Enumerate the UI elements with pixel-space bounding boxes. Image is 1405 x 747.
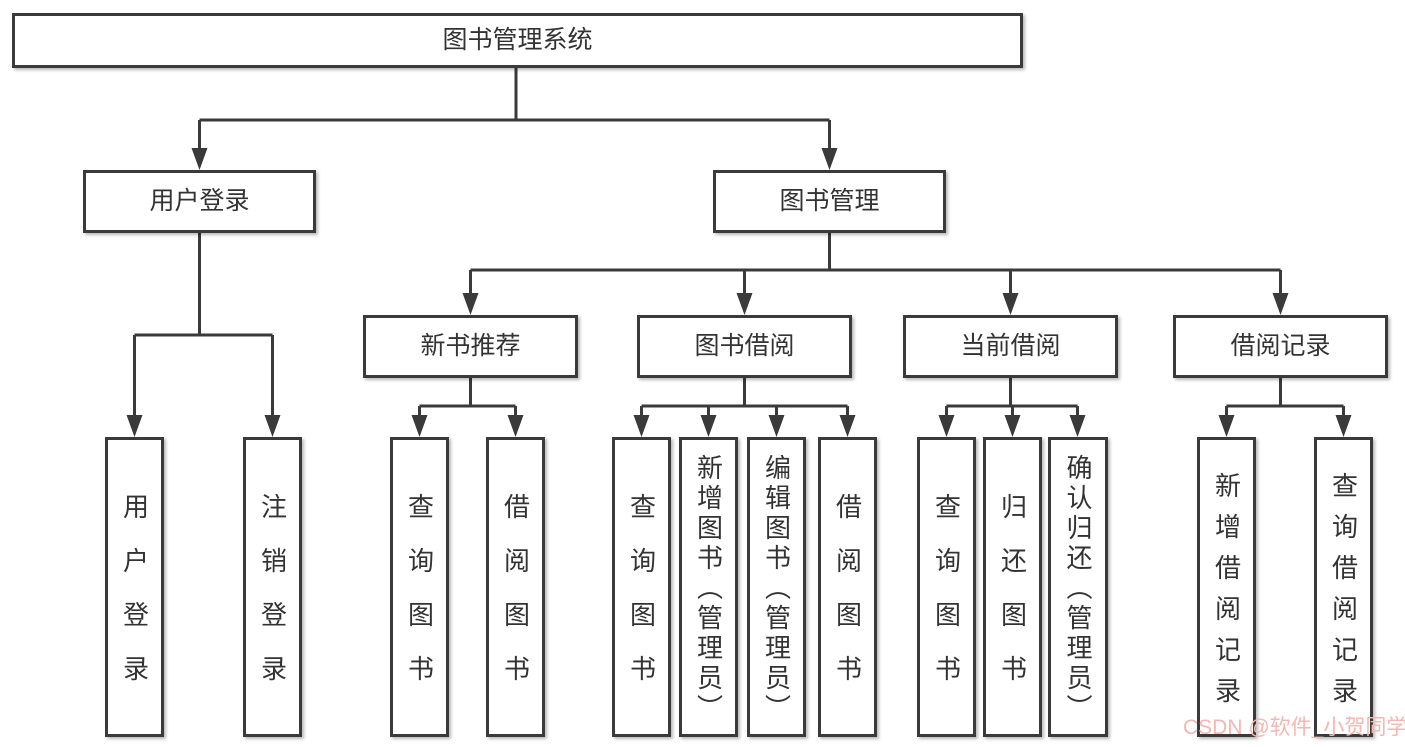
arrow-down-icon xyxy=(633,415,650,437)
leaf-edit-book-admin: 编辑图书（管理员） xyxy=(747,437,806,737)
leaf-recommend-borrow-book: 借阅图书 xyxy=(486,437,545,737)
arrow-down-icon xyxy=(1218,415,1235,437)
node-label: 归还图书 xyxy=(997,493,1028,709)
node-current-borrow: 当前借阅 xyxy=(903,315,1118,378)
leaf-add-borrow-record: 新增借阅记录 xyxy=(1197,437,1256,737)
node-label: 用户登录 xyxy=(119,493,150,709)
node-label: 查询借阅记录 xyxy=(1328,471,1359,718)
leaf-borrow-book: 借阅图书 xyxy=(818,437,877,737)
arrow-down-icon xyxy=(938,415,955,437)
node-label: 查询图书 xyxy=(626,493,657,709)
leaf-confirm-return-admin: 确认归还（管理员） xyxy=(1048,437,1108,737)
leaf-current-query-book: 查询图书 xyxy=(917,437,976,737)
arrow-down-icon xyxy=(700,415,717,437)
arrow-down-icon xyxy=(821,148,838,170)
edge-book-borrow-branch xyxy=(640,378,849,417)
node-label: 借阅图书 xyxy=(832,493,863,709)
edge-user-login-branch xyxy=(133,233,274,417)
node-root-system: 图书管理系统 xyxy=(12,13,1023,68)
arrow-down-icon xyxy=(126,415,143,437)
arrow-down-icon xyxy=(1069,415,1086,437)
node-label: 图书管理系统 xyxy=(442,26,593,54)
leaf-logout: 注销登录 xyxy=(243,437,302,737)
leaf-user-login: 用户登录 xyxy=(105,437,164,737)
node-label: 借阅记录 xyxy=(1230,332,1331,360)
arrow-down-icon xyxy=(1002,293,1019,315)
arrow-down-icon xyxy=(411,415,428,437)
arrow-down-icon xyxy=(1004,415,1021,437)
node-label: 确认归还（管理员） xyxy=(1063,454,1093,724)
arrow-down-icon xyxy=(839,415,856,437)
node-new-book-recommend: 新书推荐 xyxy=(363,315,578,378)
arrow-down-icon xyxy=(1335,415,1352,437)
arrow-down-icon xyxy=(462,293,479,315)
edge-borrow-record-branch xyxy=(1225,378,1345,417)
node-label: 查询图书 xyxy=(404,493,435,709)
node-label: 查询图书 xyxy=(931,493,962,709)
node-label: 新增图书（管理员） xyxy=(693,454,724,724)
edge-new-book-branch xyxy=(418,378,517,417)
node-borrow-record: 借阅记录 xyxy=(1173,315,1388,378)
node-book-management: 图书管理 xyxy=(713,170,946,233)
arrow-down-icon xyxy=(1272,293,1289,315)
edge-current-borrow-branch xyxy=(945,378,1079,417)
edge-root-to-level2 xyxy=(198,68,831,150)
node-label: 用户登录 xyxy=(149,187,250,215)
csdn-watermark: CSDN @软件_小贺同学 xyxy=(1183,716,1405,739)
node-label: 图书管理 xyxy=(779,187,880,215)
leaf-recommend-query-book: 查询图书 xyxy=(390,437,449,737)
node-user-login: 用户登录 xyxy=(83,170,316,233)
leaf-borrow-query-book: 查询图书 xyxy=(612,437,671,737)
edge-book-management-branch xyxy=(469,233,1282,295)
leaf-query-borrow-record: 查询借阅记录 xyxy=(1314,437,1373,737)
node-label: 新书推荐 xyxy=(420,332,521,360)
node-label: 图书借阅 xyxy=(694,332,795,360)
node-label: 借阅图书 xyxy=(500,493,531,709)
node-label: 注销登录 xyxy=(257,493,288,709)
leaf-add-book-admin: 新增图书（管理员） xyxy=(679,437,738,737)
node-label: 编辑图书（管理员） xyxy=(761,454,792,724)
node-label: 新增借阅记录 xyxy=(1211,471,1242,718)
node-label: 当前借阅 xyxy=(960,332,1061,360)
arrow-down-icon xyxy=(191,148,208,170)
arrow-down-icon xyxy=(507,415,524,437)
leaf-return-book: 归还图书 xyxy=(983,437,1042,737)
arrow-down-icon xyxy=(768,415,785,437)
arrow-down-icon xyxy=(736,293,753,315)
node-book-borrow: 图书借阅 xyxy=(637,315,852,378)
arrow-down-icon xyxy=(264,415,281,437)
